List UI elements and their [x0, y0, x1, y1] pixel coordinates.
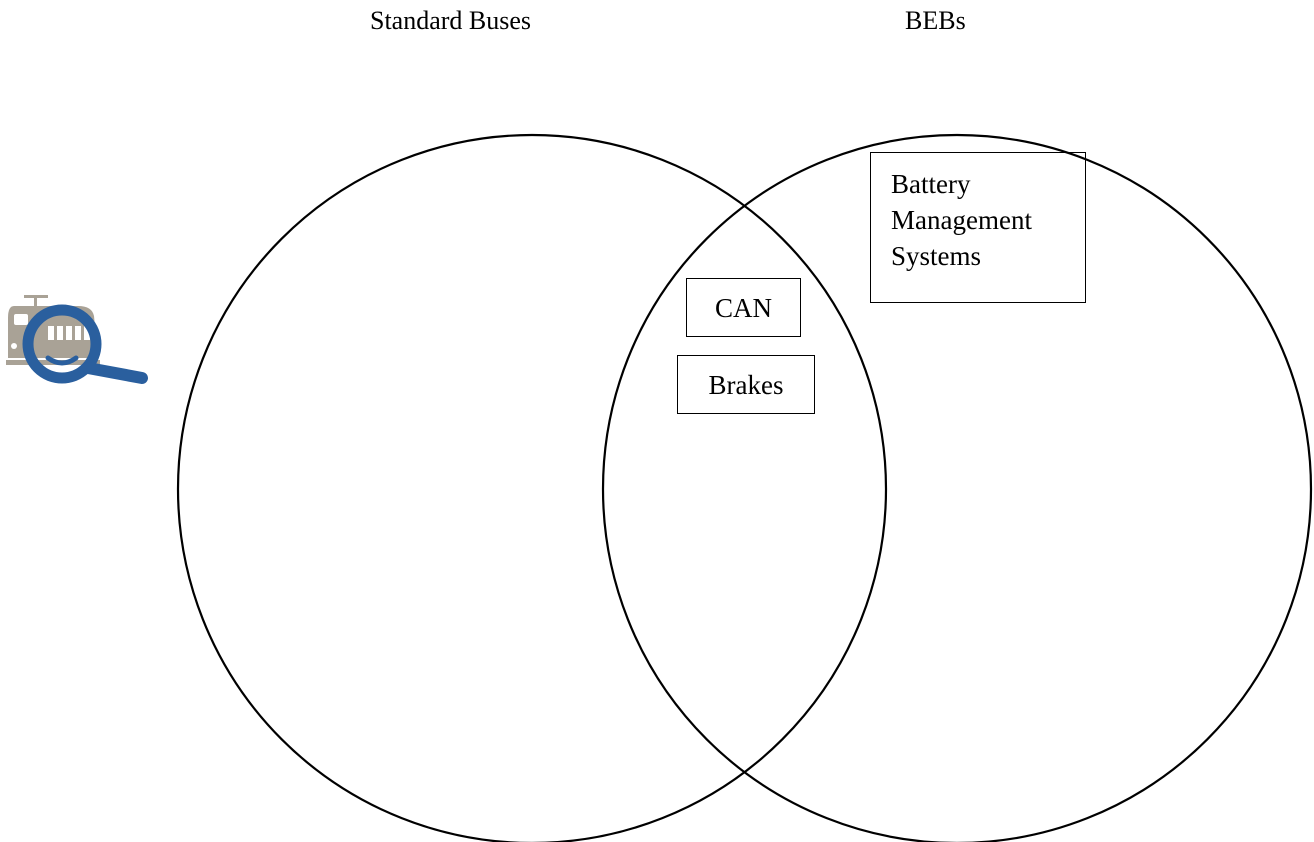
- circle-bebs: [602, 134, 1312, 842]
- magnifier-handle: [82, 362, 148, 384]
- train-magnifier-icon: [6, 295, 148, 384]
- item-line: Battery: [891, 169, 971, 199]
- item-brakes: Brakes: [677, 355, 815, 414]
- item-can: CAN: [686, 278, 801, 337]
- train-windows: [11, 314, 90, 349]
- magnifier-ring: [22, 304, 102, 384]
- set-label-bebs: BEBs: [905, 6, 966, 35]
- set-label-standard-buses: Standard Buses: [370, 6, 532, 35]
- item-line: Systems: [891, 241, 982, 271]
- item-line: Management: [891, 205, 1032, 235]
- circle-standard-buses: [177, 134, 887, 842]
- item-battery-management-systems: Battery Management Systems: [870, 152, 1086, 303]
- magnifier-smile: [45, 355, 79, 366]
